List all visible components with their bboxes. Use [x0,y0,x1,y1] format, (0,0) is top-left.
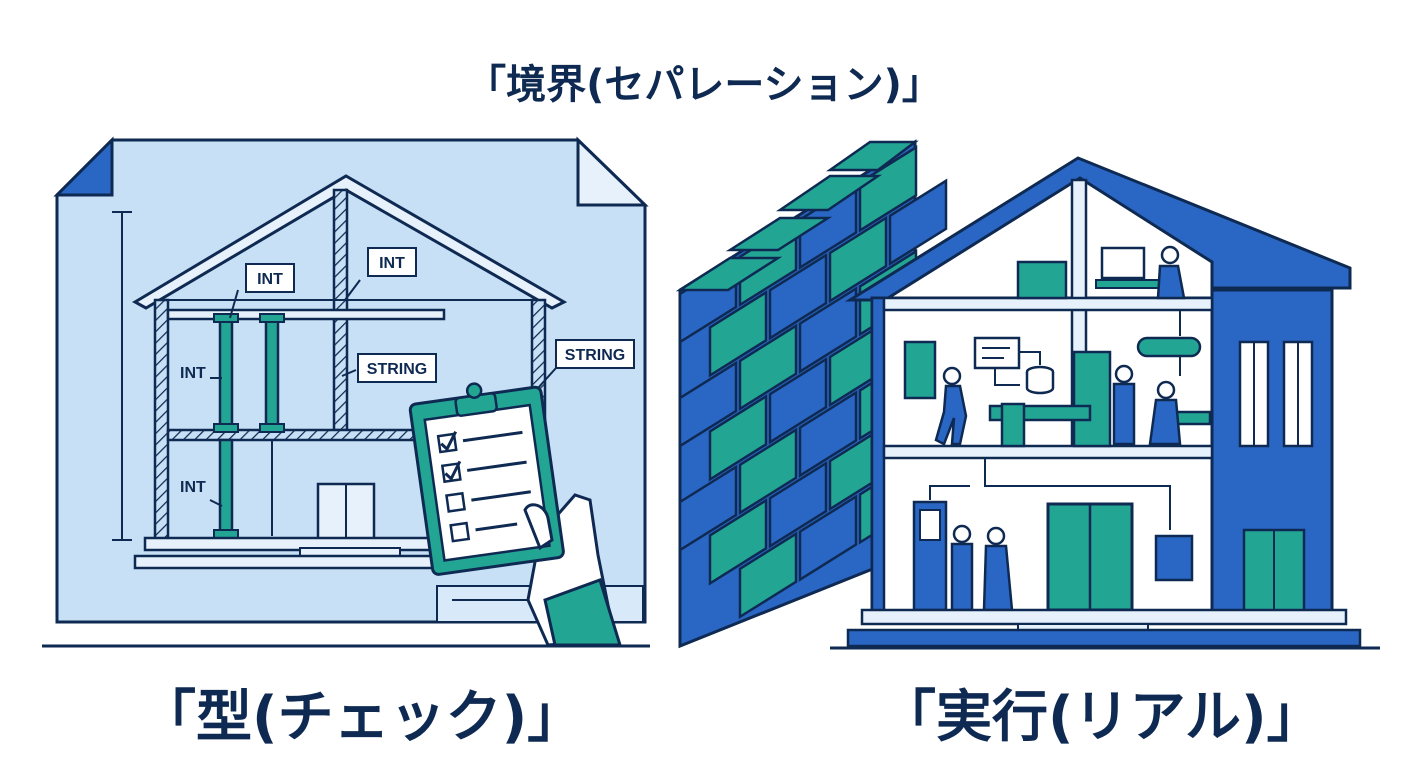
type-label-int-4: INT [180,479,223,507]
building-cutaway [830,156,1380,650]
brick [708,498,768,586]
brick [678,464,738,553]
brick [798,494,858,582]
blueprint-panel: INT INT STRING STRING INT INT [42,136,650,648]
brick [738,323,798,412]
brick [798,390,858,478]
svg-text:INT: INT [180,365,206,382]
brick [708,394,768,482]
brick [708,290,768,378]
brick [678,360,738,449]
left-caption: 「型(チェック)」 [140,685,584,750]
brick [828,215,888,304]
brick-wall [675,139,948,649]
svg-text:INT: INT [180,479,206,496]
database-icon [1025,365,1055,395]
computer-icon [1095,246,1167,289]
clipboard-checklist-icon [408,382,623,647]
type-label-string-2: STRING [537,339,635,389]
brick [738,427,798,516]
brick [768,252,828,341]
svg-text:INT: INT [379,255,405,272]
type-label-int-1: INT [229,263,295,319]
top-title: 「境界(セパレーション)」 [466,62,942,108]
blueprint-corner-fold-right [576,136,649,207]
svg-text:INT: INT [257,271,283,288]
brick [798,286,858,374]
brick [888,178,948,267]
brick [768,460,828,549]
type-label-string-1: STRING [341,353,437,383]
svg-text:STRING: STRING [367,361,427,378]
type-label-int-3: INT [180,365,222,382]
brick [738,531,798,620]
brick [768,356,828,445]
brick [858,145,918,233]
type-label-int-2: INT [344,247,417,301]
svg-text:STRING: STRING [565,347,625,364]
blueprint-corner-fold-left [53,136,114,197]
blueprint-roof [131,174,568,310]
right-caption: 「実行(リアル)」 [880,685,1323,750]
